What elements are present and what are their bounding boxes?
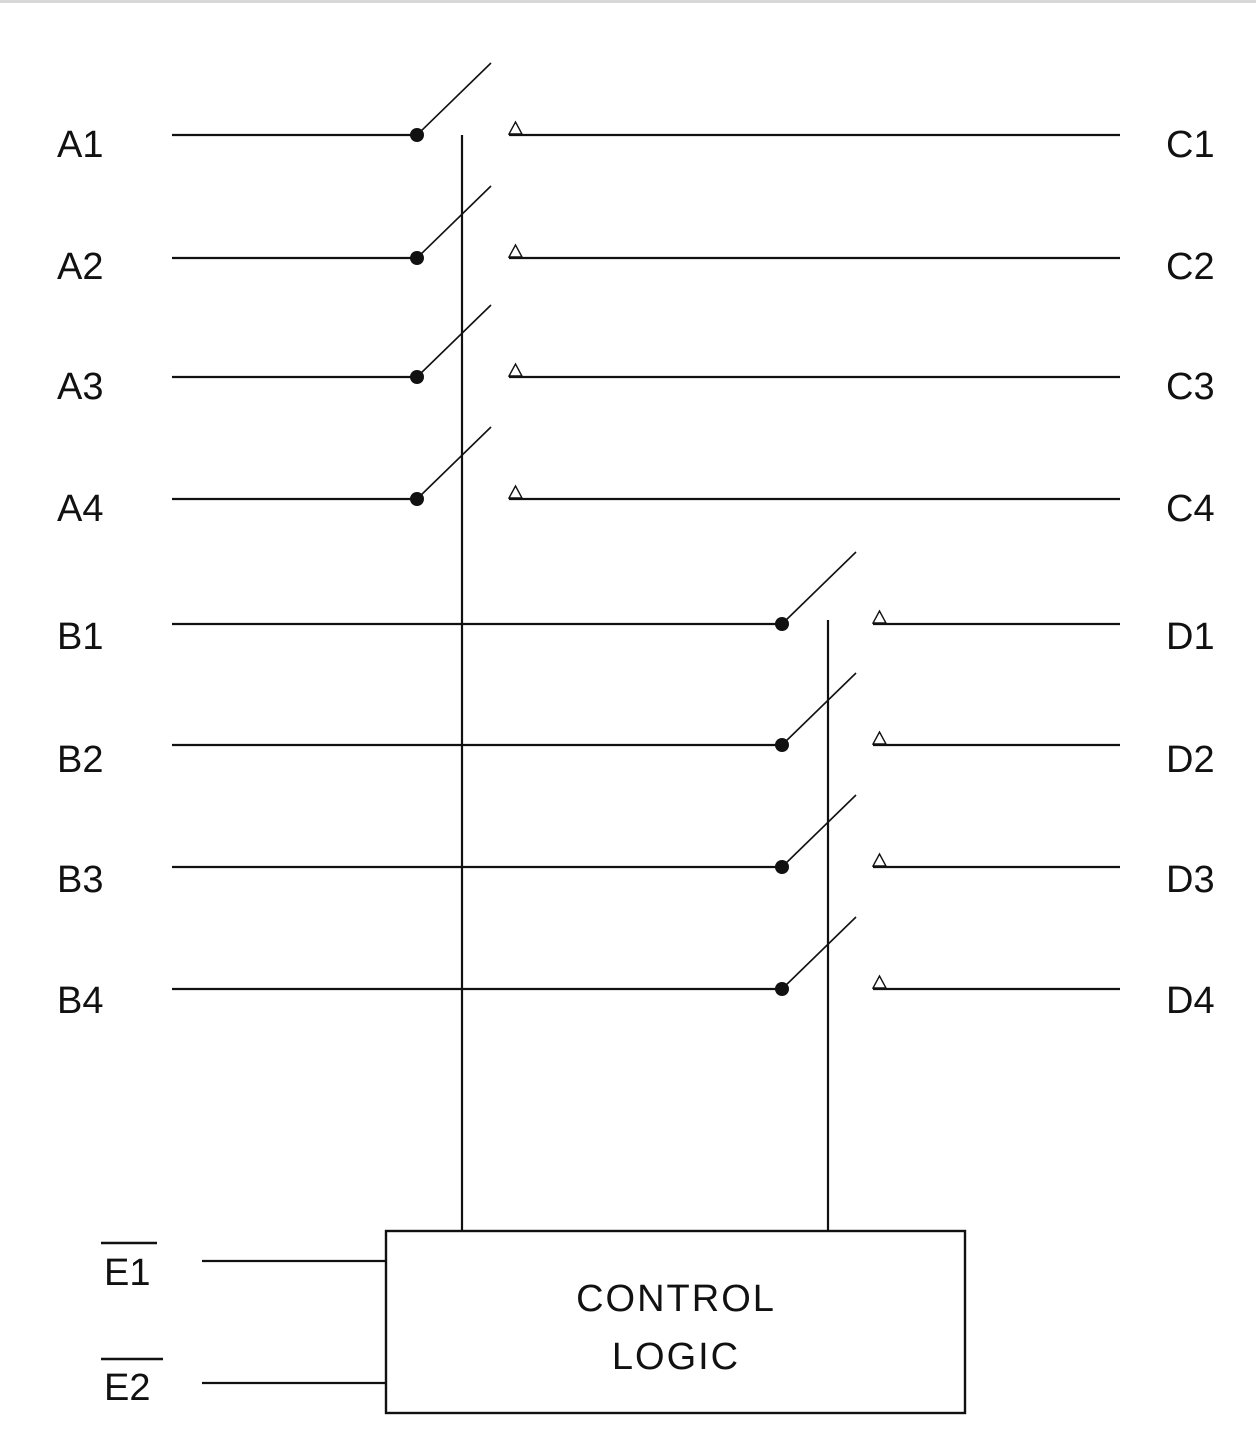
switch-a4: A4 C4 <box>57 426 1215 530</box>
switch-a3: A3 C3 <box>57 304 1215 408</box>
control-logic-line2: LOGIC <box>612 1336 740 1378</box>
label-d4: D4 <box>1166 980 1215 1022</box>
top-border <box>0 0 1256 3</box>
label-a2: A2 <box>57 246 103 288</box>
enable-e1: E1 <box>101 1241 386 1294</box>
label-d3: D3 <box>1166 859 1215 901</box>
label-a3: A3 <box>57 366 103 408</box>
label-b2: B2 <box>57 739 103 781</box>
switch-a1: A1 C1 <box>57 62 1215 166</box>
switch-b1: B1 D1 <box>57 551 1215 658</box>
label-c3: C3 <box>1166 366 1215 408</box>
switch-group-a: A1 C1 A2 C2 A3 C3 A4 C4 <box>57 62 1215 530</box>
label-c1: C1 <box>1166 124 1215 166</box>
switch-b3: B3 D3 <box>57 794 1215 901</box>
label-d2: D2 <box>1166 739 1215 781</box>
label-b3: B3 <box>57 859 103 901</box>
label-b1: B1 <box>57 616 103 658</box>
label-c2: C2 <box>1166 246 1215 288</box>
label-c4: C4 <box>1166 488 1215 530</box>
switch-b4: B4 D4 <box>57 916 1215 1022</box>
label-b4: B4 <box>57 980 103 1022</box>
label-e1: E1 <box>104 1252 150 1294</box>
enable-e2: E2 <box>101 1357 386 1409</box>
switch-a2: A2 C2 <box>57 185 1215 288</box>
label-d1: D1 <box>1166 616 1215 658</box>
control-logic-line1: CONTROL <box>576 1278 776 1320</box>
label-e2: E2 <box>104 1367 150 1409</box>
label-a4: A4 <box>57 488 103 530</box>
control-logic-block: CONTROL LOGIC <box>384 1229 967 1415</box>
switch-group-b: B1 D1 B2 D2 B3 D3 B4 D4 <box>57 551 1215 1022</box>
switch-b2: B2 D2 <box>57 672 1215 781</box>
label-a1: A1 <box>57 124 103 166</box>
